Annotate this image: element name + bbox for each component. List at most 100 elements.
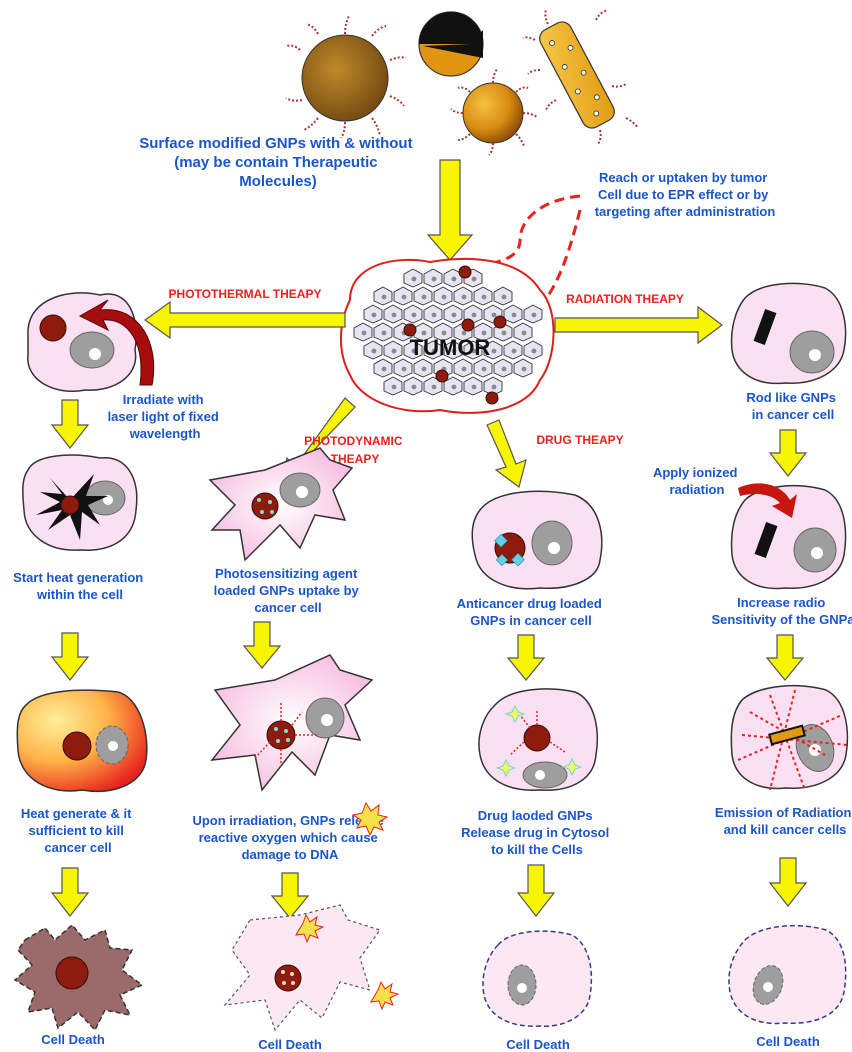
tumor-cell-nucleus — [452, 385, 457, 390]
photodynamic-dead-cell — [225, 905, 398, 1030]
arrow-photothermal-1 — [52, 400, 88, 448]
radiation-step2-line1: Increase radio — [737, 595, 825, 610]
drug-step2-line1: Drug laoded GNPs — [478, 808, 593, 823]
arrow-drug-1 — [508, 635, 544, 680]
photodynamic-step1-line2: loaded GNPs uptake by — [214, 583, 360, 598]
tumor-gnp — [486, 392, 498, 404]
tumor-cell-nucleus — [392, 385, 397, 390]
radiation-death-text: Cell Death — [756, 1034, 820, 1049]
arrow-drug-2 — [518, 865, 554, 916]
photothermal-step2-text: Heat generate & it sufficient to kill ca… — [21, 806, 135, 855]
apply-radiation-text: Apply ionized radiation — [653, 465, 741, 497]
drug-step1-text: Anticancer drug loaded GNPs in cancer ce… — [457, 596, 606, 628]
small-gnp-sphere-icon — [451, 69, 537, 155]
tumor-cell-nucleus — [492, 349, 497, 354]
arrow-radiation-2 — [767, 635, 803, 680]
drug-cell-1 — [472, 491, 601, 588]
tumor-gnp — [436, 370, 448, 382]
radiation-step3-text: Emission of Radiation and kill cancer ce… — [715, 805, 852, 837]
radiation-cell-1 — [732, 283, 846, 383]
tumor-cell-nucleus — [462, 367, 467, 372]
drug-step1-line1: Anticancer drug loaded — [457, 596, 602, 611]
photodynamic-step1-line1: Photosensitizing agent — [215, 566, 358, 581]
radiation-step1-text: Rod like GNPs in cancer cell — [746, 390, 839, 422]
epr-note-line1: Reach or uptaken by tumor — [599, 170, 767, 185]
photodynamic-step1-line3: cancer cell — [254, 600, 321, 615]
arrow-photodynamic-2 — [272, 873, 308, 918]
radiation-cell-2 — [732, 483, 846, 588]
drug-step2-text: Drug laoded GNPs Release drug in Cytosol… — [461, 808, 613, 857]
tumor-cell-nucleus — [422, 295, 427, 300]
tumor-cell-nucleus — [382, 331, 387, 336]
tumor-cell-nucleus — [512, 349, 517, 354]
tumor-cell-nucleus — [422, 367, 427, 372]
tumor-cell-nucleus — [522, 367, 527, 372]
tumor-mass: TUMOR — [341, 259, 554, 413]
tumor-cell-nucleus — [392, 349, 397, 354]
tumor-gnp — [462, 319, 474, 331]
tumor-cell-nucleus — [482, 295, 487, 300]
tumor-cell-nucleus — [452, 277, 457, 282]
radiation-step3-line2: and kill cancer cells — [724, 822, 847, 837]
tumor-cell-nucleus — [432, 313, 437, 318]
photothermal-step1-line2: within the cell — [36, 587, 123, 602]
tumor-cell-nucleus — [372, 313, 377, 318]
tumor-cell-nucleus — [522, 331, 527, 336]
irradiate-line1: Irradiate with — [123, 392, 204, 407]
tumor-cell-nucleus — [392, 313, 397, 318]
tumor-cell-nucleus — [472, 385, 477, 390]
radiation-label: RADIATION THEAPY — [566, 292, 684, 306]
gnp-caption-line2: (may be contain Therapeutic — [174, 154, 377, 171]
photothermal-step2-line1: Heat generate & it — [21, 806, 132, 821]
tumor-cell-nucleus — [362, 331, 367, 336]
photothermal-label: PHOTOTHERMAL THEAPY — [169, 287, 322, 301]
photothermal-cell-2 — [23, 455, 137, 550]
tumor-cell-nucleus — [402, 367, 407, 372]
half-coated-gnp-icon — [419, 12, 483, 76]
epr-note-line2: Cell due to EPR effect or by — [598, 187, 769, 202]
photothermal-cell-1 — [28, 293, 154, 391]
gnp-illustrations — [286, 10, 638, 155]
tumor-cell-nucleus — [492, 385, 497, 390]
tumor-cell-nucleus — [402, 295, 407, 300]
tumor-cell-nucleus — [492, 313, 497, 318]
photothermal-step2-line3: cancer cell — [44, 840, 111, 855]
drug-death-text: Cell Death — [506, 1037, 570, 1052]
tumor-cell-nucleus — [502, 331, 507, 336]
drug-cell-2 — [479, 689, 597, 790]
drug-label: DRUG THEAPY — [536, 433, 623, 447]
irradiate-line3: wavelength — [129, 426, 201, 441]
photothermal-cell-3 — [17, 690, 147, 791]
photodynamic-step2-line2: reactive oxygen which cause — [199, 830, 378, 845]
photothermal-dead-cell — [15, 925, 142, 1030]
radiation-step1-line2: in cancer cell — [752, 407, 834, 422]
tumor-cell-nucleus — [412, 313, 417, 318]
tumor-cell-nucleus — [382, 367, 387, 372]
tumor-cell-nucleus — [382, 295, 387, 300]
tumor-cell-nucleus — [512, 313, 517, 318]
drug-step2-line3: to kill the Cells — [491, 842, 583, 857]
radiation-dead-cell — [729, 926, 846, 1024]
photodynamic-label-line1: PHOTODYNAMIC — [304, 434, 403, 448]
tumor-cell-nucleus — [432, 385, 437, 390]
arrow-to-photothermal — [145, 302, 345, 338]
radiation-step3-line1: Emission of Radiation — [715, 805, 852, 820]
drug-step2-line2: Release drug in Cytosol — [461, 825, 609, 840]
photodynamic-step2-text: Upon irradiation, GNPs release reactive … — [192, 813, 387, 862]
apply-radiation-line2: radiation — [670, 482, 725, 497]
tumor-gnp — [494, 316, 506, 328]
photothermal-step1-text: Start heat generation within the cell — [13, 570, 147, 602]
photodynamic-cell-2 — [212, 655, 372, 790]
photodynamic-step1-text: Photosensitizing agent loaded GNPs uptak… — [214, 566, 363, 615]
tumor-cell-nucleus — [442, 295, 447, 300]
radiation-step2-line2: Sensitivity of the GNPa — [711, 612, 852, 627]
arrow-radiation-1 — [770, 430, 806, 476]
apply-radiation-line1: Apply ionized — [653, 465, 738, 480]
photothermal-step1-line1: Start heat generation — [13, 570, 143, 585]
tumor-cell-nucleus — [412, 385, 417, 390]
tumor-cell-nucleus — [462, 295, 467, 300]
large-gnp-sphere-icon — [286, 16, 406, 138]
photodynamic-death-text: Cell Death — [258, 1037, 322, 1052]
epr-note-line3: targeting after administration — [595, 204, 776, 219]
